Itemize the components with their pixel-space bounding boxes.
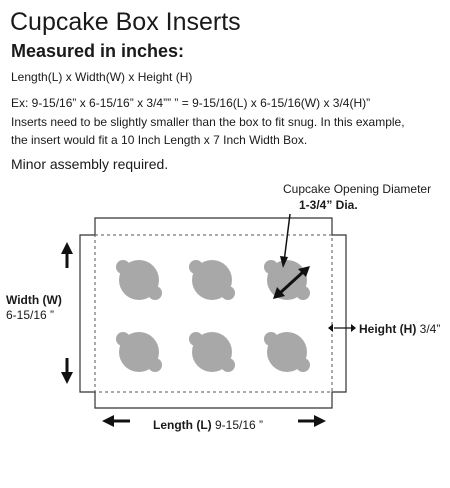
length-value: 9-15/16 ” xyxy=(212,418,263,432)
example-line: Ex: 9-15/16” x 6-15/16” x 3/4”” ” = 9-15… xyxy=(11,96,371,110)
length-label: Length (L) xyxy=(153,418,212,432)
fit-note-line-2: the insert would fit a 10 Inch Length x … xyxy=(11,133,308,147)
width-label: Width (W) xyxy=(6,293,62,307)
units-subtitle: Measured in inches: xyxy=(11,41,185,61)
assembly-note: Minor assembly required. xyxy=(11,156,169,172)
dimension-formula: Length(L) x Width(W) x Height (H) xyxy=(11,70,193,84)
opening-leader-arrow xyxy=(280,213,291,268)
height-arrow xyxy=(328,324,356,332)
page-title: Cupcake Box Inserts xyxy=(10,8,241,36)
insert-outer-outline xyxy=(79,217,347,409)
length-dimension: Length (L) 9-15/16 ” xyxy=(153,418,263,432)
height-label: Height (H) xyxy=(359,322,416,336)
length-arrow-right xyxy=(298,415,326,427)
length-arrow-left xyxy=(102,415,130,427)
fold-line xyxy=(94,234,333,393)
cupcake-opening xyxy=(116,260,162,300)
fit-note-line-1: Inserts need to be slightly smaller than… xyxy=(11,115,405,129)
width-arrow-down xyxy=(61,358,73,384)
height-value: 3/4” xyxy=(416,322,440,336)
cupcake-opening xyxy=(189,260,235,300)
cupcake-opening xyxy=(264,332,310,372)
cupcake-opening xyxy=(189,332,235,372)
opening-diameter-value: 1-3/4” Dia. xyxy=(299,198,358,212)
diameter-arrow xyxy=(273,266,310,299)
cupcake-opening xyxy=(116,332,162,372)
width-value: 6-15/16 ” xyxy=(6,308,54,322)
width-arrow-up xyxy=(61,242,73,268)
height-dimension: Height (H) 3/4” xyxy=(359,322,440,336)
opening-diameter-label: Cupcake Opening Diameter xyxy=(283,182,431,196)
cupcake-openings xyxy=(116,260,310,372)
cupcake-opening xyxy=(264,260,310,300)
